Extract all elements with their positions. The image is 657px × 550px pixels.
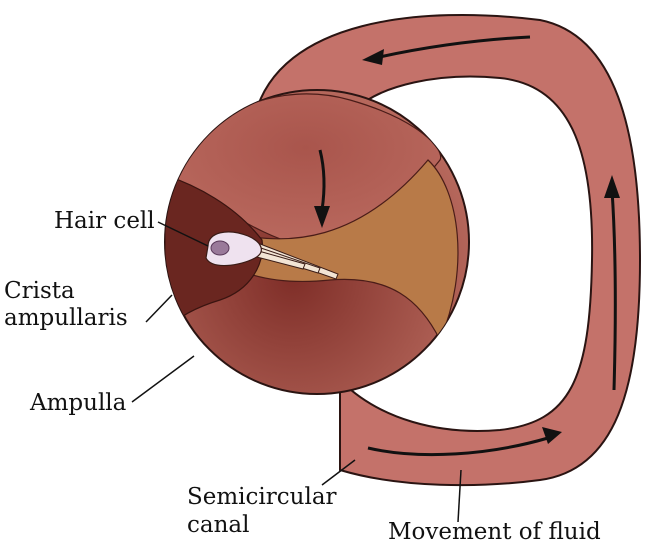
ampulla-label: Ampulla <box>30 390 127 416</box>
arrowhead-right <box>542 427 562 444</box>
crista-label-line1: Crista <box>4 278 75 304</box>
semicircular-canal-label-line1: Semicircular <box>187 484 337 510</box>
arrow-top-leftward <box>374 35 531 60</box>
hair-cell-label: Hair cell <box>54 208 155 234</box>
arrow-heads <box>314 49 620 444</box>
cupula-shape <box>219 159 459 342</box>
arrowhead-up <box>604 175 620 198</box>
leader-lines <box>131 221 462 523</box>
arrowhead-top <box>362 49 384 65</box>
nucleus-shape <box>210 240 230 256</box>
arrow-down-into-ampulla <box>318 149 326 211</box>
arrow-right-side-upward <box>610 189 617 391</box>
crista-label-line2: ampullaris <box>4 305 128 331</box>
semicircular-canal-shape <box>253 13 642 487</box>
arrow-bottom-rightward <box>367 436 549 457</box>
arrowhead-down <box>314 206 330 228</box>
fluid-arrows <box>318 35 617 457</box>
hair-cell-shape <box>205 231 262 267</box>
movement-of-fluid-label: Movement of fluid <box>388 519 601 545</box>
semicircular-canal-label-line2: canal <box>187 512 250 538</box>
